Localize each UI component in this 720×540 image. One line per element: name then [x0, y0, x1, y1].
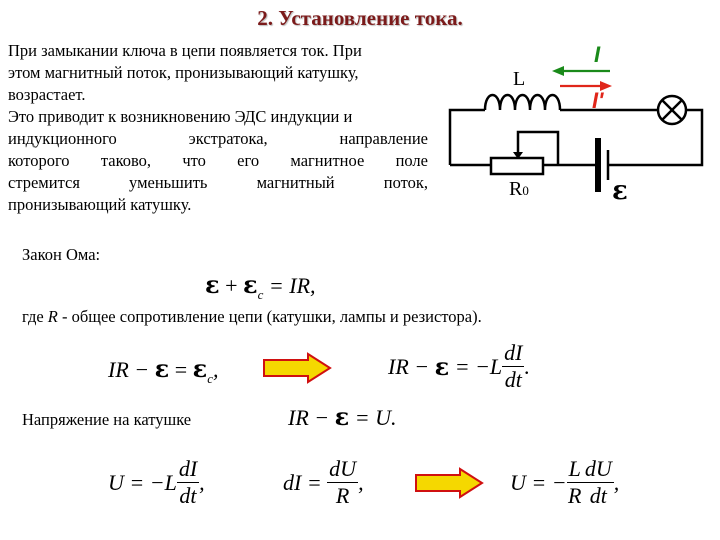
emf-label: ε	[612, 176, 628, 206]
intro-line: которого таково, что его магнитное поле	[8, 151, 428, 170]
page-title: 2. Установление тока.	[257, 6, 463, 30]
intro-line: этом магнитный поток, пронизывающий кату…	[8, 63, 359, 82]
arrow-right-icon	[415, 467, 484, 499]
inductor-label: L	[513, 68, 526, 90]
intro-line: возрастает.	[8, 85, 86, 104]
intro-line: При замыкании ключа в цепи появляется то…	[8, 41, 362, 60]
intro-line: стремится уменьшить магнитный поток,	[8, 173, 428, 192]
circuit-diagram	[448, 66, 704, 192]
coil-icon	[483, 93, 562, 111]
intro-paragraph: При замыкании ключа в цепи появляется то…	[8, 40, 428, 216]
ohm-law-equation: ε + εc = IR,	[205, 270, 316, 302]
wire	[448, 108, 485, 165]
resistor-icon	[489, 156, 545, 176]
intro-line: пронизывающий катушку.	[8, 195, 192, 214]
current-label-I: I	[594, 42, 601, 67]
intro-line: Это приводит к возникновению ЭДС индукци…	[8, 107, 353, 126]
resistor-label: R0	[509, 178, 529, 200]
equation-emf-balance: IR − ε = εc,	[108, 354, 219, 386]
resistance-note: где R - общее сопротивление цепи (катушк…	[22, 307, 482, 326]
coil-voltage-label: Напряжение на катушке	[22, 410, 192, 429]
current-label-I-prime: I'	[592, 88, 604, 113]
ohm-law-label: Закон Ома:	[22, 245, 101, 264]
wire	[608, 108, 704, 167]
equation-coil-voltage: IR − ε = U.	[288, 402, 397, 431]
arrow-right-icon	[263, 352, 332, 384]
intro-line: индукционного экстратока, направление	[8, 129, 428, 148]
